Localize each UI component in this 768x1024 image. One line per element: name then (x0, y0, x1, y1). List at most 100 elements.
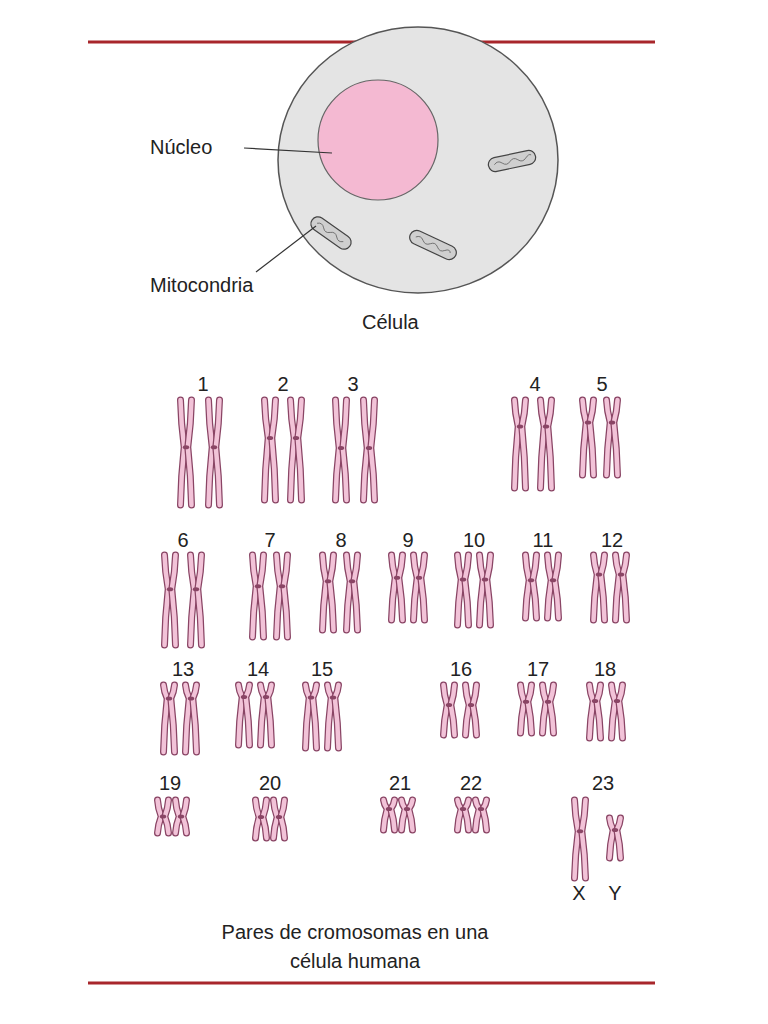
chromatid (594, 555, 598, 620)
centromere (267, 436, 273, 440)
chromatid-outline (164, 685, 168, 752)
chromatid (465, 555, 469, 625)
chromatid-outline (583, 400, 587, 475)
chromatid (277, 555, 281, 637)
chromatid-outline (239, 685, 243, 745)
chromatid (575, 800, 579, 878)
chromatid-outline (601, 555, 605, 620)
centromere (416, 576, 422, 580)
chromatid (601, 555, 605, 620)
chromatid-outline (246, 685, 250, 745)
chromatid (421, 555, 425, 620)
chromatid (623, 555, 627, 620)
chromatid (347, 555, 351, 630)
chromatid-outline (272, 400, 276, 500)
chromatid (607, 400, 611, 475)
chromatid-outline (466, 685, 470, 735)
centromere (446, 703, 452, 707)
part-label: Mitocondria (150, 274, 253, 297)
chromatid-outline (371, 400, 375, 500)
chromatid (284, 555, 288, 637)
chromatid (521, 685, 525, 733)
chromatid (473, 685, 477, 735)
chromatid-outline (298, 400, 302, 500)
chromatid (336, 400, 340, 500)
chromatid-outline (384, 800, 388, 830)
centromere (293, 436, 299, 440)
chromatid (533, 555, 537, 618)
centromere (263, 695, 269, 699)
chromatid (458, 555, 462, 625)
centromere (386, 807, 392, 811)
centromere (394, 576, 400, 580)
chromatid-outline (330, 555, 334, 630)
chromatid (391, 800, 395, 830)
chromatid (582, 800, 586, 878)
chromatid-outline (458, 800, 462, 830)
chromatid-outline (597, 685, 601, 738)
chromosome-number: 14 (247, 658, 269, 681)
chromosome-number: 9 (402, 529, 413, 552)
chromatid (246, 685, 250, 745)
chromosome-number: 19 (159, 772, 181, 795)
chromatid-outline (612, 685, 616, 738)
chromatid-outline (607, 400, 611, 475)
chromatid-outline (451, 685, 455, 735)
chromosome-number: 16 (450, 658, 472, 681)
chromatid-outline (487, 555, 491, 625)
centromere (160, 815, 166, 819)
chromatid-outline (548, 555, 552, 618)
chromatid (313, 685, 317, 748)
centromere (366, 446, 372, 450)
centromere (585, 421, 591, 425)
chromatid (181, 400, 185, 505)
bottom-rule (88, 982, 655, 985)
chromatid (343, 400, 347, 500)
chromatid-outline (281, 800, 285, 838)
chromatid (466, 685, 470, 735)
chromatid-outline (253, 555, 257, 637)
chromatid (335, 685, 339, 748)
centromere (241, 695, 247, 699)
chromatid (541, 400, 545, 488)
chromatid-outline (409, 800, 413, 830)
centromere (618, 573, 624, 577)
chromatid (614, 400, 618, 475)
chromosome-number: 5 (596, 373, 607, 396)
chromosome-number: 11 (533, 529, 554, 552)
chromatid (263, 800, 267, 838)
chromatid (172, 555, 176, 645)
chromatid (265, 400, 269, 500)
chromatid (323, 555, 327, 630)
centromere (528, 578, 534, 582)
chromatid (209, 400, 213, 505)
chromatid-outline (594, 555, 598, 620)
chromatid (239, 685, 243, 745)
chromosome-number: Y (608, 882, 621, 905)
chromatid (528, 685, 532, 733)
centromere (523, 700, 529, 704)
chromatid (384, 800, 388, 830)
chromatid-outline (193, 685, 197, 752)
chromosome-number: 21 (389, 772, 411, 795)
chromatid (371, 400, 375, 500)
chromatid-outline (261, 685, 265, 745)
cristae (494, 154, 532, 166)
chromatid (328, 685, 332, 748)
chromatid (616, 555, 620, 620)
chromatid-outline (458, 555, 462, 625)
centromere (188, 696, 194, 700)
chromatid (476, 800, 480, 830)
caption: Pares de cromosomas en una célula humana (210, 918, 500, 976)
centromere (211, 445, 217, 449)
chromatid-outline (263, 800, 267, 838)
chromatid (364, 400, 368, 500)
karyotype (158, 400, 627, 878)
centromere (460, 578, 466, 582)
chromatid-outline (533, 555, 537, 618)
part-label: Núcleo (150, 136, 212, 159)
chromatid-outline (421, 555, 425, 620)
chromosome-number: 7 (264, 529, 275, 552)
